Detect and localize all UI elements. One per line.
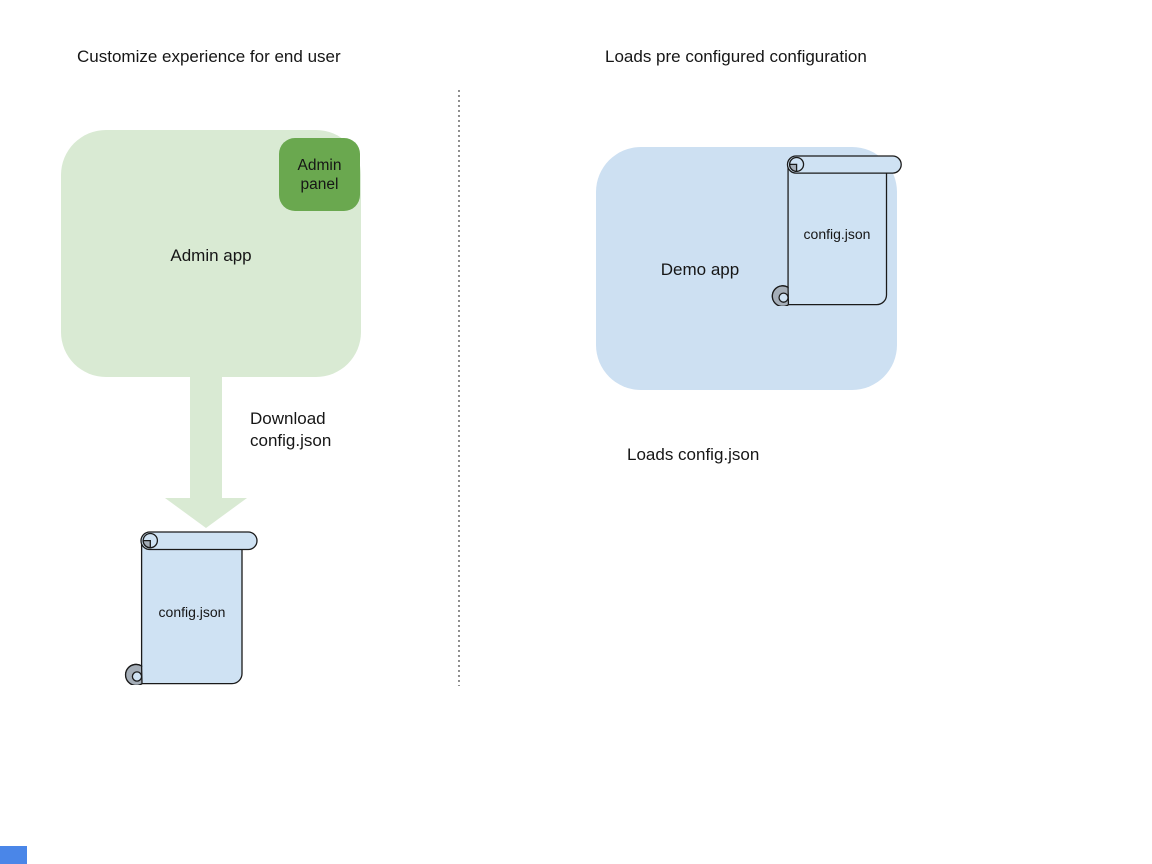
scroll-top-curl-shade	[142, 539, 151, 549]
download-caption: Download config.json	[250, 408, 331, 452]
left-section-title: Customize experience for end user	[77, 47, 341, 66]
demo-app-label: Demo app	[660, 260, 740, 279]
download-caption-line1: Download	[250, 409, 326, 428]
scroll-bottom-curl-spiral	[131, 671, 143, 682]
download-arrow-shape	[165, 377, 247, 528]
config-file-label-left: config.json	[158, 604, 226, 620]
scroll-bottom-curl-spiral	[778, 292, 789, 303]
admin-panel-box: Admin panel	[279, 138, 360, 211]
download-caption-line2: config.json	[250, 431, 332, 450]
download-arrow-icon	[165, 377, 247, 528]
scroll-top-roll	[140, 531, 258, 551]
config-file-label-right: config.json	[803, 226, 871, 242]
loads-config-caption: Loads config.json	[627, 445, 760, 464]
config-file-scroll-icon	[771, 155, 902, 306]
corner-blue-mark	[0, 846, 27, 864]
admin-panel-label: Admin panel	[297, 156, 342, 193]
scroll-top-roll	[786, 155, 902, 174]
config-file-scroll-icon	[124, 531, 258, 685]
admin-app-label: Admin app	[170, 246, 252, 265]
section-divider-dotted-line	[458, 90, 460, 686]
scroll-top-curl-shade	[788, 163, 798, 173]
right-section-title: Loads pre configured configuration	[605, 47, 867, 66]
